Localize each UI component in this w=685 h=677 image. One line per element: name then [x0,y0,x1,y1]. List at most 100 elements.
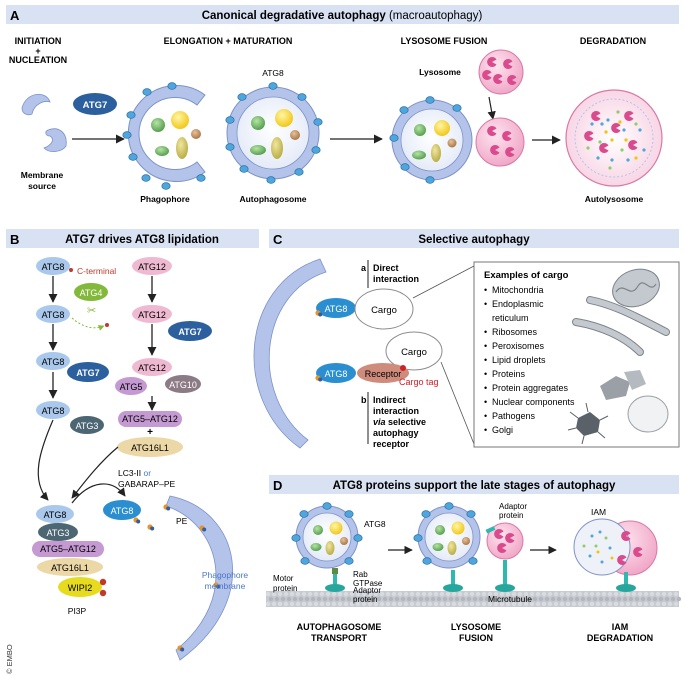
microtubule-subunit [343,591,349,597]
direct-interaction: ATG8 Cargo [315,288,414,330]
cargo-example-item: Pathogens [492,411,536,421]
lc3-label: LC3-II or [118,468,151,478]
svg-text:ATG8: ATG8 [44,510,67,520]
microtubule-subunit [595,591,601,597]
microtubule-subunit [265,591,271,597]
microtubule-subunit [475,591,481,597]
adaptor-label-d2-2: protein [499,511,523,520]
microtubule-subunit [418,596,424,602]
svg-text:© EMBO: © EMBO [5,644,14,674]
microtubule-subunit [523,591,529,597]
panel-a-letter: A [10,8,20,23]
microtubule-subunit [640,596,646,602]
microtubule-subunit [619,601,625,607]
microtubule-subunit [457,601,463,607]
microtubule-subunit [595,601,601,607]
microtubule-subunit [613,601,619,607]
microtubule-subunit [463,591,469,597]
d-stage-1-line-1: AUTOPHAGOSOME [297,622,382,632]
microtubule-subunit [367,591,373,597]
microtubule-subunit [289,591,295,597]
indirect-line-3: via selective [373,417,426,427]
microtubule-subunit [334,596,340,602]
atg16l1-label-b1: ATG16L1 [131,443,169,453]
microtubule-subunit [304,596,310,602]
microtubule-subunit [307,601,313,607]
svg-text:ATG12: ATG12 [138,262,166,272]
microtubule-subunit [325,591,331,597]
stage-plus: + [35,46,40,56]
atg7-label-b1: ATG7 [76,368,99,378]
microtubule-subunit [295,601,301,607]
microtubule-subunit [616,596,622,602]
microtubule-subunit [415,601,421,607]
microtubule-subunit [547,591,553,597]
cargo-illustrations [567,268,670,445]
label-a-letter: a [361,263,367,273]
microtubule-subunit [583,601,589,607]
atg5-atg12-label: ATG5–ATG12 [122,414,178,424]
atg7-protein-a [73,93,117,115]
microtubule-subunit [577,591,583,597]
panel-d-header [269,475,679,494]
cargo-example-item: Proteins [492,369,526,379]
microtubule-subunit [355,591,361,597]
microtubule-subunit [391,601,397,607]
microtubule-subunit [421,601,427,607]
direct-interaction-2: interaction [373,274,419,284]
microtubule-subunit [550,596,556,602]
atg7-label-b2: ATG7 [178,327,201,337]
motor-label-2: protein [273,584,297,593]
microtubule-subunit [658,596,664,602]
microtubule-subunit [493,601,499,607]
microtubule-subunit [394,596,400,602]
receptor-label: Receptor [365,369,402,379]
microtubule-subunit [367,601,373,607]
microtubule-subunit [601,591,607,597]
microtubule-subunit [496,596,502,602]
cargo-bullet: • [484,327,487,337]
microtubule-subunit [397,591,403,597]
microtubule-subunit [271,591,277,597]
microtubule-subunit [427,591,433,597]
microtubule-subunit [373,601,379,607]
phagophore [122,82,206,190]
microtubule-subunit [322,596,328,602]
microtubule-subunit [523,601,529,607]
cargo-example-item: Golgi [492,425,513,435]
arrow-b-right [71,446,119,499]
microtubule-subunit [409,591,415,597]
microtubule-subunit [415,591,421,597]
d-stage-2-line-2: FUSION [459,633,493,643]
microtubule-subunit [307,591,313,597]
indirect-interaction: Cargo ATG8 Receptor [315,331,443,383]
callout-line-bottom [440,361,475,445]
microtubule-subunit [325,601,331,607]
scissors-icon: ✂ [87,305,96,317]
d-stage-3-line-1: IAM [612,622,629,632]
microtubule-subunit [607,591,613,597]
atg8-pe-protein [103,500,141,520]
d-stage-3-line-2: DEGRADATION [587,633,653,643]
microtubule-subunit [562,596,568,602]
microtubule-subunit [376,596,382,602]
microtubule-subunit [361,591,367,597]
cargo-example-item: Nuclear components [492,397,575,407]
cargo-bullet: • [484,285,487,295]
plus-sign: + [147,427,153,438]
microtubule-subunit [631,601,637,607]
microtubule-subunit [499,601,505,607]
microtubule-subunit [520,596,526,602]
atg3-label-b1: ATG3 [76,421,99,431]
gabarap-label: GABARAP–PE [118,479,175,489]
panel-b-letter: B [10,232,19,247]
svg-text:ATG8: ATG8 [42,406,65,416]
cargo-examples-title: Examples of cargo [484,270,569,281]
microtubule-subunit [379,601,385,607]
microtubule-subunit [556,596,562,602]
microtubule-subunit [403,601,409,607]
microtubule-subunit [526,596,532,602]
panel-a-title: Canonical degradative autophagy (macroau… [202,10,483,22]
microtubule-subunit [379,591,385,597]
microtubule-subunit [448,596,454,602]
